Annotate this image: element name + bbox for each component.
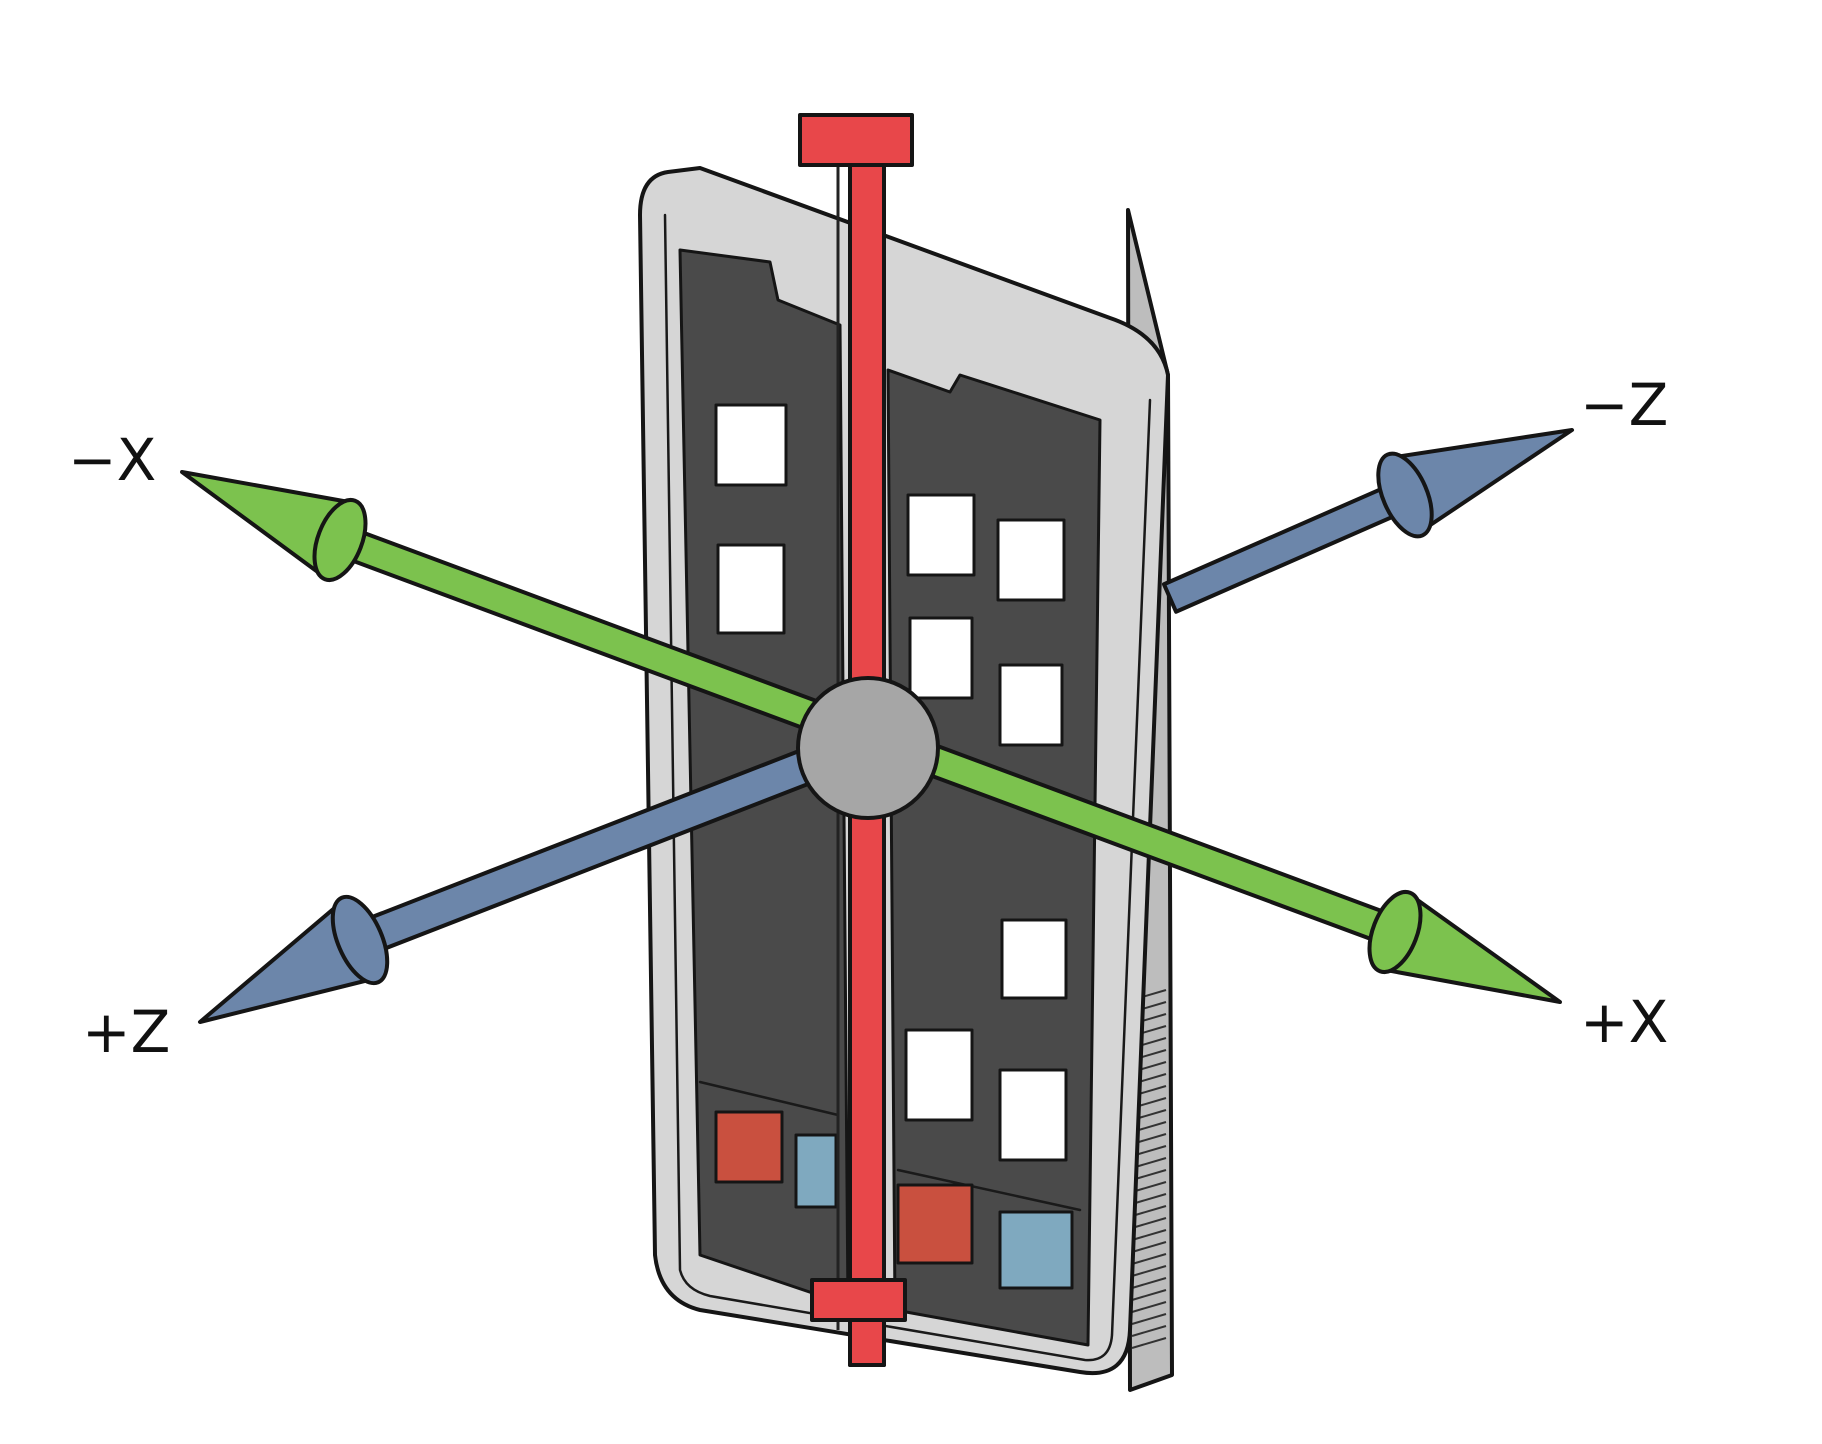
hatch-line [1131, 1241, 1167, 1253]
label-pos-z: +Z [82, 998, 170, 1066]
hatch-line [1131, 1253, 1167, 1265]
y-axis-bottom-cap [810, 1278, 907, 1322]
z-axis [198, 428, 1574, 1024]
hatch-line [1131, 1229, 1167, 1241]
hatch-line [1131, 1325, 1167, 1337]
label-neg-x: −X [68, 426, 156, 494]
label-pos-x: +X [1580, 988, 1668, 1056]
hatch-line [1131, 1205, 1167, 1217]
app-tile [904, 1028, 974, 1122]
dock-app-red [714, 1110, 784, 1184]
hatch-line [1131, 1181, 1167, 1193]
app-tile [998, 663, 1064, 747]
hatch-line [1131, 1217, 1167, 1229]
dock-app-blue [794, 1133, 838, 1209]
app-tile [906, 493, 976, 577]
app-tile [998, 1068, 1068, 1162]
dock-app-blue [998, 1210, 1074, 1290]
z-axis-negative-collar [1376, 451, 1434, 539]
hatch-line [1131, 1289, 1167, 1301]
x-axis-negative-collar [312, 498, 368, 582]
app-tile [908, 616, 974, 700]
hatch-line [1131, 1277, 1167, 1289]
hatch-line [1131, 1193, 1167, 1205]
app-tile [714, 403, 788, 487]
app-tile [716, 543, 786, 635]
hatch-line [1131, 1337, 1167, 1349]
app-tile [996, 518, 1066, 602]
dock-app-red [896, 1183, 974, 1265]
y-axis-top-cap [798, 113, 914, 167]
hatch-line [1131, 1301, 1167, 1313]
hatch-line [1131, 1265, 1167, 1277]
phone-bezel-line [663, 213, 1152, 1362]
origin-sphere-icon [796, 676, 940, 820]
x-axis-positive-collar [1367, 890, 1423, 974]
z-axis-positive-collar [330, 894, 390, 986]
hatch-line [1131, 1313, 1167, 1325]
z-axis-shaft-back [1161, 479, 1414, 614]
app-grid [714, 403, 1068, 1162]
dock-divider-left [698, 1080, 840, 1117]
app-tile [1000, 918, 1068, 1000]
dock-divider-right [896, 1168, 1082, 1212]
label-neg-z: −Z [1580, 371, 1668, 439]
